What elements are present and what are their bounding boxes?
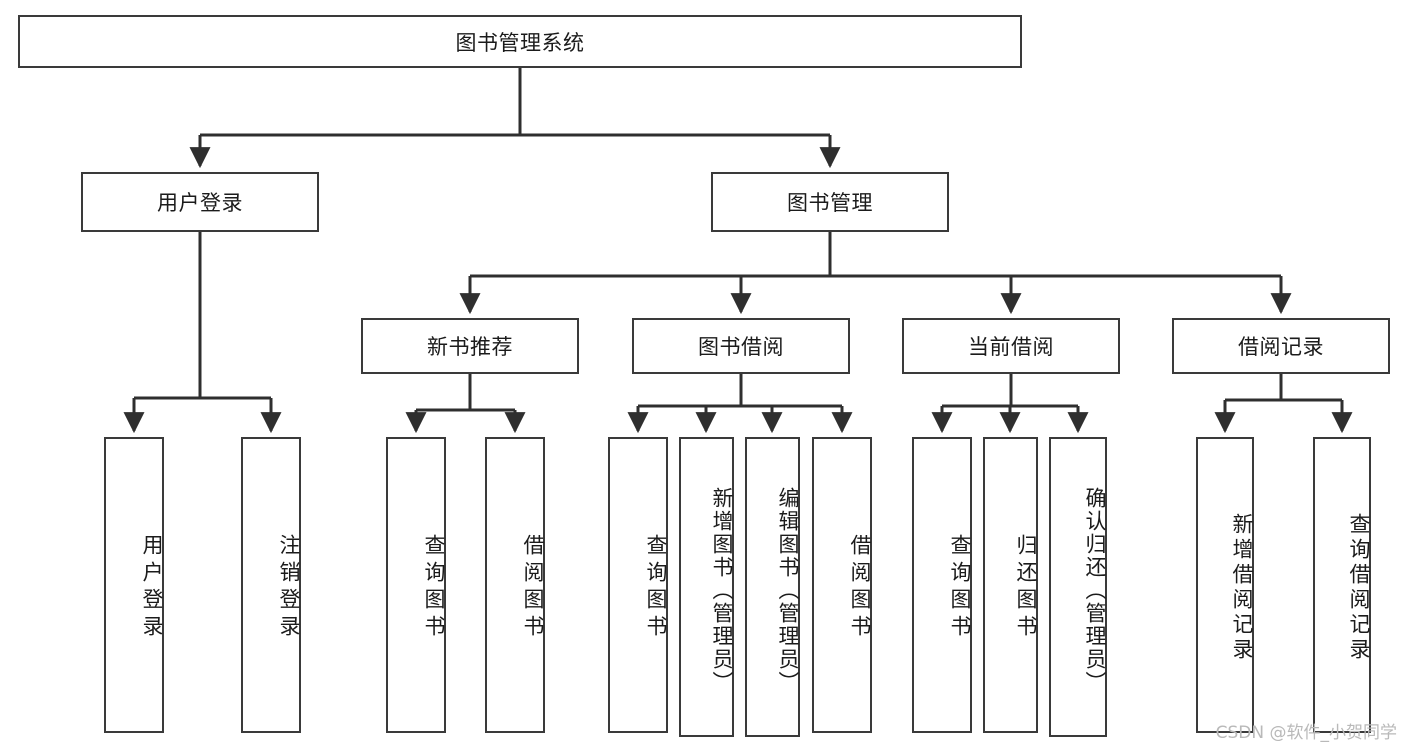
node-book-borrow-label: 图书借阅 xyxy=(698,335,784,359)
leaf-current-return-book[interactable]: 归还图书 xyxy=(983,437,1038,733)
leaf-newbook-query-book[interactable]: 查询图书 xyxy=(386,437,446,733)
leaf-current-return-book-label: 归还图书 xyxy=(1014,534,1038,642)
node-borrow-records[interactable]: 借阅记录 xyxy=(1172,318,1390,374)
leaf-borrow-query-book-label: 查询图书 xyxy=(644,534,668,642)
leaf-borrow-query-book[interactable]: 查询图书 xyxy=(608,437,668,733)
leaf-current-query-book[interactable]: 查询图书 xyxy=(912,437,972,733)
leaf-user-logout-label: 注销登录 xyxy=(277,534,301,642)
leaf-borrow-edit-book-label: 编辑图书（管理员） xyxy=(776,486,800,694)
node-new-book-recommend-label: 新书推荐 xyxy=(427,335,513,359)
node-root[interactable]: 图书管理系统 xyxy=(18,15,1022,68)
leaf-borrow-lend-book-label: 借阅图书 xyxy=(848,534,872,642)
node-borrow-records-label: 借阅记录 xyxy=(1238,335,1324,359)
node-user-login[interactable]: 用户登录 xyxy=(81,172,319,232)
node-current-borrow[interactable]: 当前借阅 xyxy=(902,318,1120,374)
node-root-label: 图书管理系统 xyxy=(455,30,585,55)
leaf-newbook-query-book-label: 查询图书 xyxy=(422,534,446,642)
leaf-records-query-record[interactable]: 查询借阅记录 xyxy=(1313,437,1371,733)
leaf-borrow-add-book[interactable]: 新增图书（管理员） xyxy=(679,437,734,737)
node-new-book-recommend[interactable]: 新书推荐 xyxy=(361,318,579,374)
node-user-login-label: 用户登录 xyxy=(157,191,243,215)
node-book-borrow[interactable]: 图书借阅 xyxy=(632,318,850,374)
leaf-borrow-lend-book[interactable]: 借阅图书 xyxy=(812,437,872,733)
leaf-records-add-record-label: 新增借阅记录 xyxy=(1230,513,1254,663)
leaf-records-query-record-label: 查询借阅记录 xyxy=(1347,513,1371,663)
leaf-current-confirm-return-label: 确认归还（管理员） xyxy=(1083,486,1107,694)
leaf-current-confirm-return[interactable]: 确认归还（管理员） xyxy=(1049,437,1107,737)
leaf-user-login[interactable]: 用户登录 xyxy=(104,437,164,733)
leaf-records-add-record[interactable]: 新增借阅记录 xyxy=(1196,437,1254,733)
leaf-newbook-borrow-book-label: 借阅图书 xyxy=(521,534,545,642)
node-book-management-label: 图书管理 xyxy=(787,191,873,215)
leaf-current-query-book-label: 查询图书 xyxy=(948,534,972,642)
leaf-newbook-borrow-book[interactable]: 借阅图书 xyxy=(485,437,545,733)
leaf-borrow-edit-book[interactable]: 编辑图书（管理员） xyxy=(745,437,800,737)
leaf-borrow-add-book-label: 新增图书（管理员） xyxy=(710,486,734,694)
leaf-user-logout[interactable]: 注销登录 xyxy=(241,437,301,733)
leaf-user-login-label: 用户登录 xyxy=(140,534,164,642)
node-book-management[interactable]: 图书管理 xyxy=(711,172,949,232)
watermark: CSDN @软件_小贺同学 xyxy=(1215,723,1397,743)
node-current-borrow-label: 当前借阅 xyxy=(968,335,1054,359)
